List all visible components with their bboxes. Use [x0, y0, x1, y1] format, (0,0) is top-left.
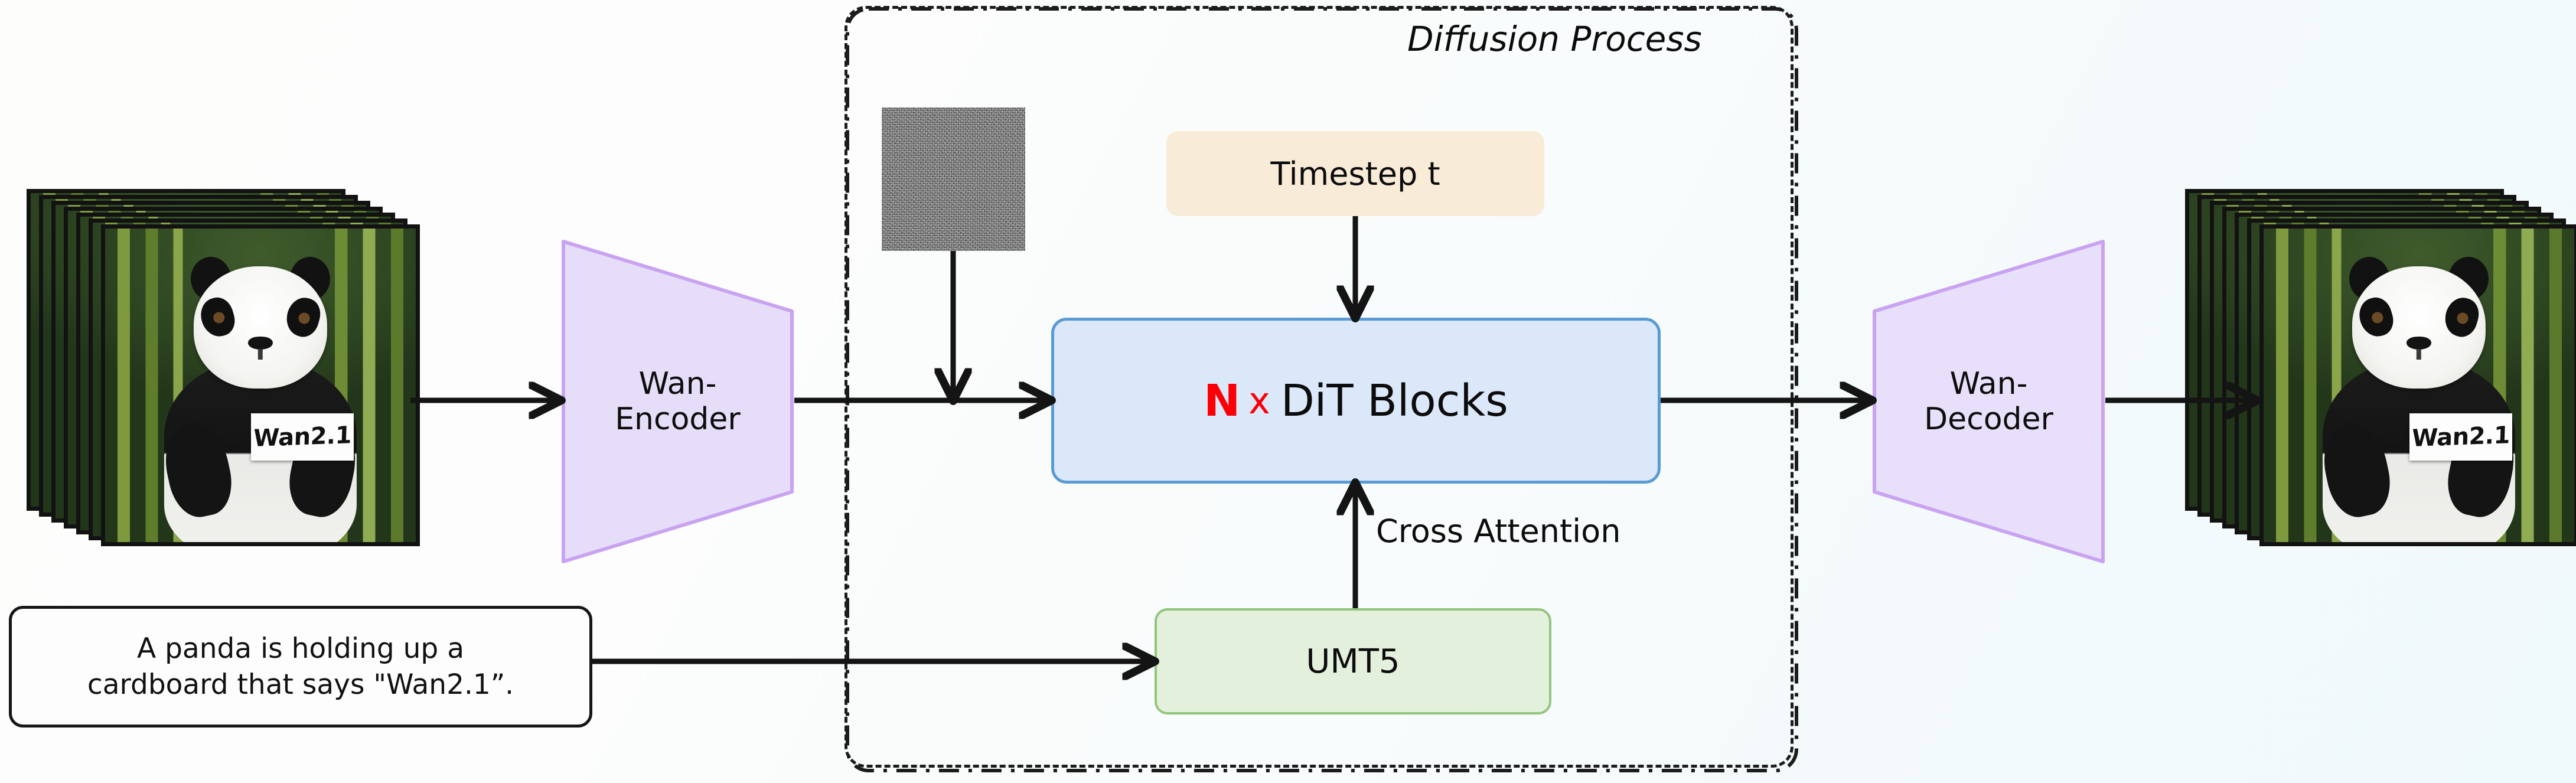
panda-cardboard-sign: Wan2.1 [251, 413, 354, 461]
prompt-line-2: cardboard that says "Wan2.1”. [87, 668, 514, 701]
panda-sign-text: Wan2.1 [253, 422, 352, 453]
prompt-text-box[interactable]: A panda is holding up a cardboard that s… [9, 606, 592, 727]
diffusion-process-title: Diffusion Process [1407, 19, 1702, 59]
prompt-line-1: A panda is holding up a [137, 632, 464, 665]
wan-encoder-shape[interactable]: Wan- Encoder [561, 239, 794, 564]
panda-nose [247, 337, 273, 350]
umt5-label: UMT5 [1306, 642, 1400, 681]
frame-front: Wan2.1 [101, 224, 420, 546]
wan-decoder-shape[interactable]: Wan- Decoder [1872, 239, 2105, 564]
output-video-frame-stack: Wan2.1 [2185, 189, 2576, 585]
panda-muzzle [257, 349, 263, 360]
panda-muzzle [2416, 349, 2422, 360]
frame-front: Wan2.1 [2259, 224, 2576, 546]
input-video-frame-stack: Wan2.1 [27, 189, 420, 585]
wan-decoder-outline [1873, 240, 2105, 563]
panda-sign-text: Wan2.1 [2411, 422, 2510, 453]
panda-cardboard-sign: Wan2.1 [2409, 413, 2512, 461]
dit-count-symbol: N [1204, 375, 1241, 426]
dit-blocks-label: DiT Blocks [1280, 375, 1508, 426]
panda-nose [2406, 337, 2432, 350]
gaussian-noise-patch [882, 107, 1025, 251]
timestep-box[interactable]: Timestep t [1166, 131, 1544, 216]
cross-attention-label: Cross Attention [1376, 513, 1621, 550]
dit-blocks-box[interactable]: N x DiT Blocks [1051, 318, 1661, 484]
dit-multiply-symbol: x [1248, 379, 1270, 422]
timestep-label: Timestep t [1270, 155, 1440, 193]
wan-encoder-outline [562, 240, 794, 563]
umt5-text-encoder-box[interactable]: UMT5 [1155, 608, 1551, 715]
